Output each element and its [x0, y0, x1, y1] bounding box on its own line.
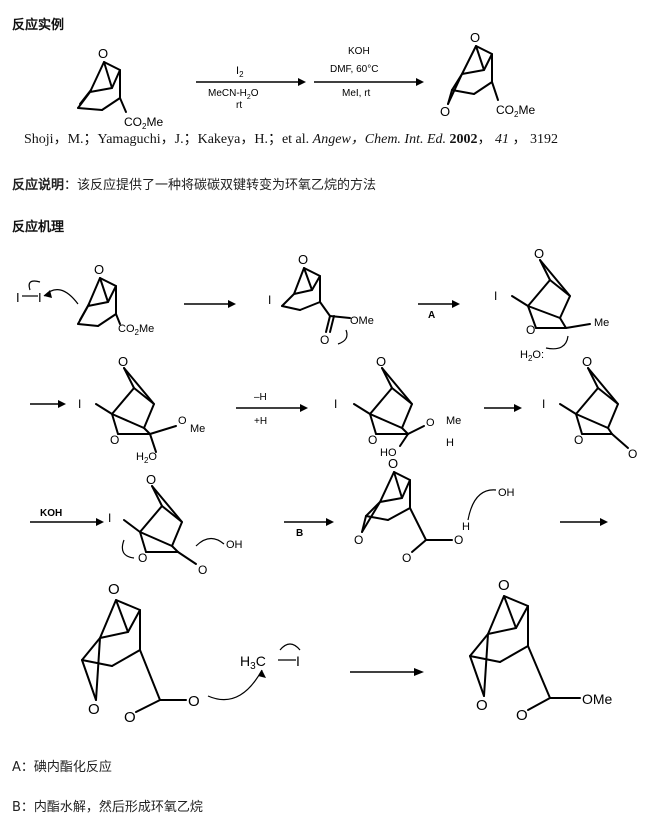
svg-text:MeCN-H2O: MeCN-H2O [208, 88, 259, 101]
note-step-b: B：内酯水解，然后形成环氧乙烷 [12, 800, 203, 815]
svg-text:H: H [462, 521, 470, 533]
svg-text:H: H [446, 437, 454, 449]
svg-text:O: O [138, 551, 147, 565]
svg-text:O: O [354, 533, 363, 547]
svg-text:O: O [628, 447, 637, 461]
mech-row-2: O I O O Me H2O –H +H O I O O Me H HO [30, 354, 637, 465]
bridge-oxygen: O [98, 46, 108, 61]
svg-text:CO2Me: CO2Me [496, 103, 535, 119]
svg-text:O: O [498, 577, 510, 594]
svg-text:O: O [526, 323, 535, 337]
svg-text:H2O:: H2O: [520, 349, 544, 363]
svg-text:H2O: H2O [136, 451, 157, 465]
svg-text:CO2Me: CO2Me [118, 323, 154, 337]
svg-text:O: O [178, 415, 187, 427]
svg-text:I: I [542, 397, 545, 411]
mech-row-1: I I O CO2Me O I O OMe A [16, 246, 609, 363]
svg-text:Me: Me [446, 415, 461, 427]
svg-text:O: O [198, 563, 207, 577]
svg-text:O: O [516, 707, 528, 724]
svg-text:H3C: H3C [240, 653, 266, 672]
mech-row-3: KOH O I O O OH B O O O O H OH [30, 456, 608, 577]
svg-text:I: I [494, 289, 497, 303]
svg-text:O: O [454, 533, 463, 547]
svg-text:I: I [16, 290, 20, 305]
citation-pages: 3192 [530, 132, 559, 147]
svg-text:O: O [108, 581, 120, 598]
svg-text:O: O [476, 697, 488, 714]
explanation-text: 该反应提供了一种将碳碳双键转变为环氧乙烷的方法 [77, 178, 377, 193]
svg-text:O: O [376, 354, 386, 369]
svg-text:HO: HO [380, 447, 397, 459]
svg-text:O: O [146, 472, 156, 487]
svg-text:O: O [426, 417, 435, 429]
svg-text:O: O [188, 693, 200, 710]
svg-text:O: O [582, 354, 592, 369]
svg-text:rt: rt [236, 100, 242, 111]
mech-row-4: O O O O H3C I O O O OMe [81, 577, 613, 726]
svg-text:Me: Me [594, 317, 609, 329]
svg-text:MeI, rt: MeI, rt [342, 88, 371, 99]
svg-text:B: B [296, 528, 303, 539]
svg-text:O: O [124, 709, 136, 726]
explanation: 反应说明：该反应提供了一种将碳碳双键转变为环氧乙烷的方法 [12, 178, 377, 193]
svg-text:O: O [574, 433, 583, 447]
svg-text:O: O [402, 551, 411, 565]
citation: Shoji，M.；Yamaguchi，J.；Kakeya，H.；et al. A… [24, 132, 559, 147]
citation-year: 2002 [449, 132, 478, 147]
mechanism-heading: 反应机理 [12, 220, 65, 235]
svg-text:I: I [38, 290, 42, 305]
citation-authors: Shoji，M.；Yamaguchi，J.；Kakeya，H.；et al. [24, 132, 310, 147]
product-epoxy-ester: O O CO2Me [440, 30, 535, 119]
svg-text:O: O [94, 262, 104, 277]
svg-text:OMe: OMe [350, 315, 374, 327]
citation-volume: 41 [495, 132, 510, 147]
svg-text:CO2Me: CO2Me [124, 115, 163, 130]
svg-text:I: I [268, 293, 271, 307]
svg-text:OH: OH [226, 539, 243, 551]
svg-text:I: I [296, 653, 300, 669]
svg-text:–H: –H [254, 392, 267, 403]
svg-text:I2: I2 [236, 65, 244, 79]
note-step-a: A：碘内酯化反应 [12, 760, 112, 775]
explanation-label: 反应说明 [12, 178, 65, 193]
svg-text:O: O [320, 333, 329, 347]
svg-text:KOH: KOH [348, 46, 370, 57]
svg-text:O: O [534, 246, 544, 261]
svg-text:O: O [298, 252, 308, 267]
svg-text:I: I [334, 397, 337, 411]
svg-text:I: I [108, 511, 111, 525]
svg-text:O: O [110, 433, 119, 447]
example-heading: 反应实例 [12, 18, 65, 33]
svg-text:I: I [78, 397, 81, 411]
svg-text:KOH: KOH [40, 508, 62, 519]
svg-text:Me: Me [190, 423, 205, 435]
mechanism-diagram: I I O CO2Me O I O OMe A [16, 246, 637, 726]
svg-text:O: O [88, 701, 100, 718]
svg-text:DMF, 60°C: DMF, 60°C [330, 64, 378, 75]
svg-text:OH: OH [498, 487, 515, 499]
reaction-scheme: O CO2Me I2 MeCN-H2O rt KOH DMF, 60°C MeI… [77, 30, 535, 130]
svg-text:O: O [368, 433, 377, 447]
svg-text:OMe: OMe [582, 691, 613, 707]
svg-text:O: O [118, 354, 128, 369]
svg-text:A: A [428, 310, 435, 321]
starting-material: O CO2Me [77, 46, 163, 130]
svg-text:+H: +H [254, 416, 267, 427]
svg-text:O: O [440, 104, 450, 119]
citation-journal: Angew，Chem. Int. Ed. [312, 132, 447, 147]
svg-text:O: O [388, 456, 398, 471]
svg-text:O: O [470, 30, 480, 45]
